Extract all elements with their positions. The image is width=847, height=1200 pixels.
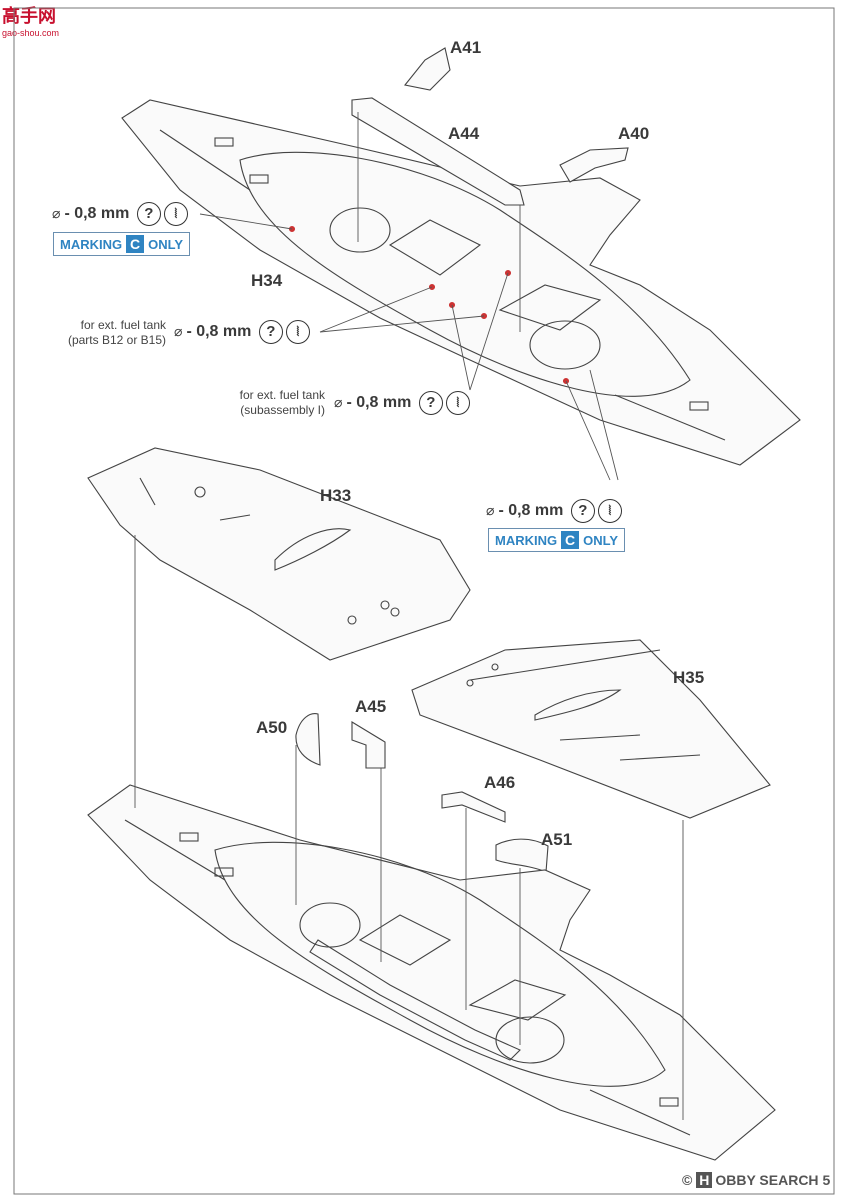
diameter-symbol: ⌀ [52,205,61,222]
drill-icon: ⦚ [597,499,622,523]
marking-prefix: MARKING [60,236,123,252]
question-icon: ? [570,499,595,523]
note-line: for ext. fuel tank [80,318,166,332]
marking-c-only-badge-1: MARKING C ONLY [53,232,191,256]
drill-icon: ⦚ [163,202,188,226]
note-fuel-tank-sub: for ext. fuel tank (subassembly I) [210,388,325,418]
wing-lower-drawing [87,784,776,1161]
diameter-symbol: ⌀ [486,502,495,519]
page-frame [13,7,835,1195]
brand-name: OBBY SEARCH [715,1172,819,1188]
wing-h35-drawing [411,639,771,819]
drill-callout-3: ⌀- 0,8 mm ?⦚ [334,391,470,415]
marking-c-only-badge-2: MARKING C ONLY [488,528,626,552]
part-label-a51: A51 [541,830,573,849]
marking-letter-box: C [126,235,145,253]
watermark-site-name: 高手网 [2,6,56,27]
part-label-a50: A50 [256,718,288,737]
note-line: for ext. fuel tank [239,388,325,402]
part-label-h34: H34 [251,271,283,290]
part-label-h35: H35 [673,668,705,687]
copyright-mark: © [682,1172,693,1188]
part-label-a41: A41 [450,38,482,57]
drill-callout-1: ⌀- 0,8 mm ?⦚ [52,202,188,226]
note-line: (parts B12 or B15) [67,333,166,347]
diameter-symbol: ⌀ [174,323,183,340]
marking-suffix: ONLY [583,532,619,548]
drill-size-text: - 0,8 mm [346,394,412,412]
marking-letter-box: C [561,531,580,549]
leader-lines-bottom [134,535,684,1120]
drill-icon: ⦚ [285,320,310,344]
part-a44-drawing [351,97,525,206]
page-mark: 5 [822,1172,831,1188]
drill-size-text: - 0,8 mm [186,323,252,341]
note-fuel-tank-b: for ext. fuel tank (parts B12 or B15) [46,318,166,348]
part-a46-drawing [441,791,506,823]
wing-h33-drawing [87,447,471,661]
diameter-symbol: ⌀ [334,394,343,411]
question-icon: ? [418,391,443,415]
part-label-h33: H33 [320,486,352,505]
part-a50-drawing [295,713,321,766]
marking-suffix: ONLY [148,236,184,252]
part-a41-drawing [404,47,451,91]
part-a40-drawing [559,147,629,183]
drill-callout-2: ⌀- 0,8 mm ?⦚ [174,320,310,344]
part-label-a44: A44 [448,124,480,143]
marking-prefix: MARKING [495,532,558,548]
note-line: (subassembly I) [240,403,325,417]
watermark-site-url: gao-shou.com [2,28,60,38]
part-label-a45: A45 [355,697,387,716]
question-icon: ? [136,202,161,226]
drill-callout-4: ⌀- 0,8 mm ?⦚ [486,499,622,523]
drill-size-text: - 0,8 mm [64,205,130,223]
leader-lines-top [199,112,619,481]
question-icon: ? [258,320,283,344]
drill-icon: ⦚ [445,391,470,415]
part-a45-drawing [351,721,386,769]
part-label-a46: A46 [484,773,516,792]
brand-box: H [696,1172,713,1188]
part-label-a40: A40 [618,124,650,143]
drill-size-text: - 0,8 mm [498,502,564,520]
watermark-logo: 高手网 gao-shou.com [2,2,59,38]
